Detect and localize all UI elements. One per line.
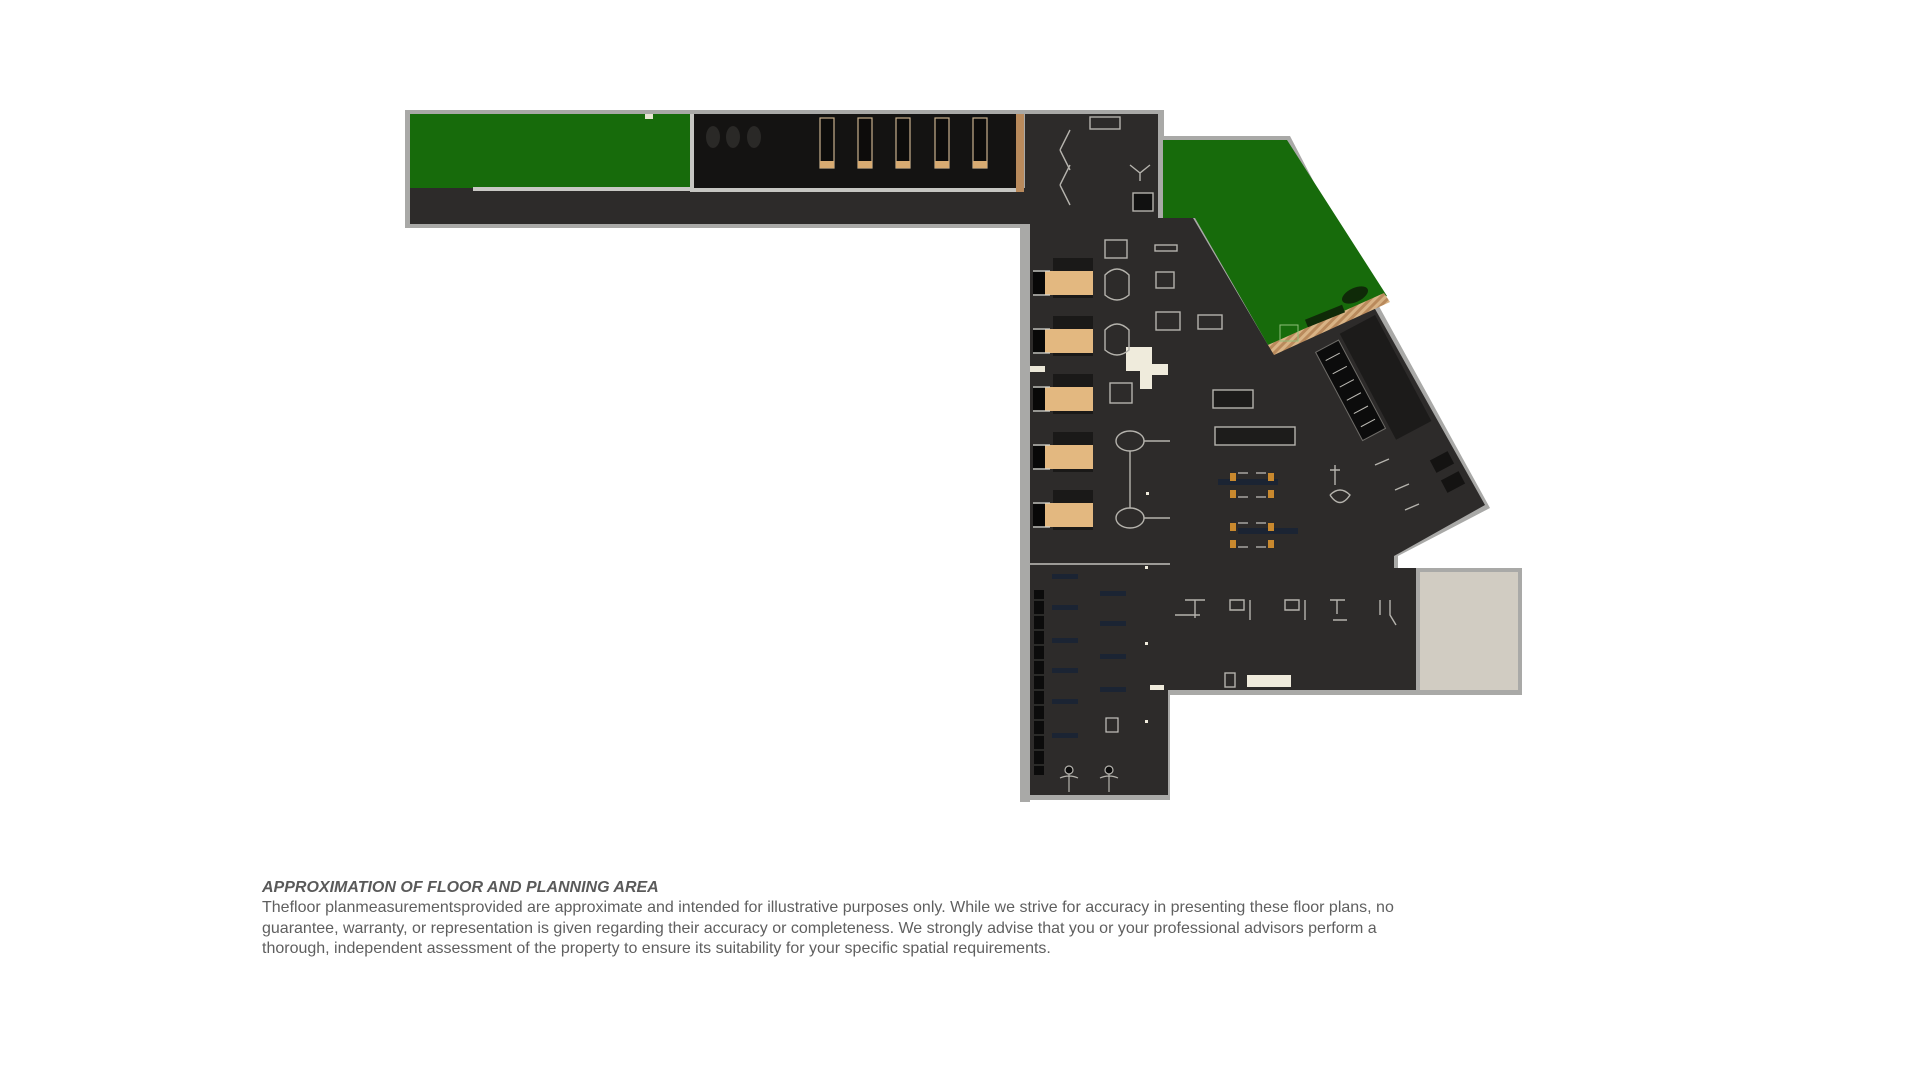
disclaimer-line: thorough, independent assessment of the … [262,940,1051,957]
disclaimer: APPROXIMATION OF FLOOR AND PLANNING AREA… [262,878,1462,960]
adjustable-benches [1218,472,1298,548]
treadmills [819,117,988,169]
treadmill [819,117,835,169]
small-marker [1146,492,1149,495]
patio [1420,572,1518,690]
turf-equipment [1279,286,1369,342]
turf-marker [645,114,653,119]
wood-strip-cardio [1016,114,1024,192]
interior-divider [1030,563,1170,565]
lifting-platform [1033,316,1093,356]
lifting-platform [1033,258,1093,298]
door-marker-west [1030,366,1045,372]
treadmill [895,117,911,169]
strength-floor [1025,114,1485,795]
small-marker [1145,642,1148,645]
dumbbell-rack [1034,590,1044,775]
strength-machines [1059,116,1420,688]
disclaimer-body: Thefloor planmeasurementsprovided are ap… [262,898,1462,960]
cardio-room-divider [690,114,694,192]
lifting-platform [1033,490,1093,530]
bike-row [1314,315,1432,442]
treadmill [934,117,950,169]
cardio-room [694,114,1016,188]
treadmill [857,117,873,169]
door-threshold-south [1247,675,1291,687]
small-marker [1145,566,1148,569]
disclaimer-title: APPROXIMATION OF FLOOR AND PLANNING AREA [262,879,659,896]
lifting-platform [1033,374,1093,414]
disclaimer-line: guarantee, warranty, or representation i… [262,919,1377,937]
turf-area-northeast [1163,140,1387,345]
cardio-room-wall [694,188,1024,192]
bench-rack [1105,717,1119,733]
seated-machines-bottom [1059,765,1119,792]
stretch-mats [706,126,761,148]
lifting-platforms [1033,258,1093,530]
treadmill [972,117,988,169]
rowers [1429,451,1466,493]
disclaimer-line: Thefloor planmeasurementsprovided are ap… [262,899,1394,916]
fixture-column [1126,347,1168,389]
turf-area-northwest [410,114,693,188]
flat-benches [1052,574,1126,738]
door-threshold-west [1150,685,1164,690]
north-corridor-floor [410,188,1030,224]
small-marker [1145,720,1148,723]
turf-edge-strip [473,187,694,191]
lifting-platform [1033,432,1093,472]
